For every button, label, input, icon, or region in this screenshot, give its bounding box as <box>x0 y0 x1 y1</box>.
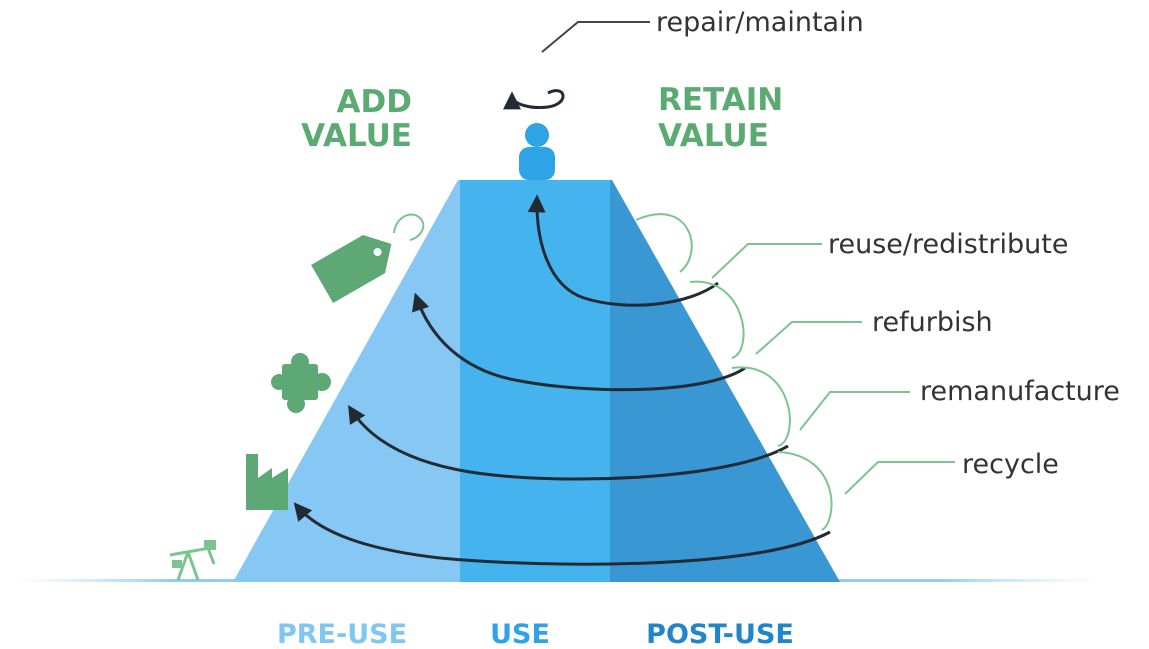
remanufacture-callout-line <box>799 391 910 431</box>
refurbish-arrow <box>412 292 746 392</box>
refurbish-callout-line <box>755 321 862 355</box>
use-label: USE <box>490 619 550 649</box>
pyramid-post-use-section <box>610 180 840 582</box>
retain-value-loops <box>635 213 833 531</box>
repair-callout-line <box>541 21 650 53</box>
reuse-callout-line <box>711 243 822 279</box>
pyramid-pre-use-section <box>233 180 462 582</box>
reuse-redistribute-label: reuse/redistribute <box>828 229 1068 260</box>
add-value-heading-line1: ADD <box>337 84 412 120</box>
reuse-arrow <box>527 194 719 307</box>
recycle-label: recycle <box>962 449 1059 480</box>
refurbish-label: refurbish <box>872 307 993 338</box>
post-use-label: POST-USE <box>646 619 794 649</box>
price-tag-icon <box>311 213 425 304</box>
recycle-callout-line <box>844 461 955 495</box>
factory-icon <box>246 454 288 510</box>
puzzle-piece-icon <box>271 353 331 413</box>
repair-maintain-label: repair/maintain <box>656 7 864 38</box>
repair-loop-arrow <box>503 89 565 110</box>
add-value-heading-line2: VALUE <box>301 118 412 154</box>
remanufacture-arrow <box>348 404 789 481</box>
oil-pump-icon <box>169 540 216 581</box>
retain-value-heading-line1: RETAIN <box>658 82 783 118</box>
recycle-arrow <box>293 502 831 566</box>
pre-use-label: PRE-USE <box>277 619 407 649</box>
remanufacture-label: remanufacture <box>920 376 1120 407</box>
person-icon <box>519 123 555 180</box>
pyramid-use-section <box>460 180 612 582</box>
retain-value-heading-line2: VALUE <box>658 118 769 154</box>
